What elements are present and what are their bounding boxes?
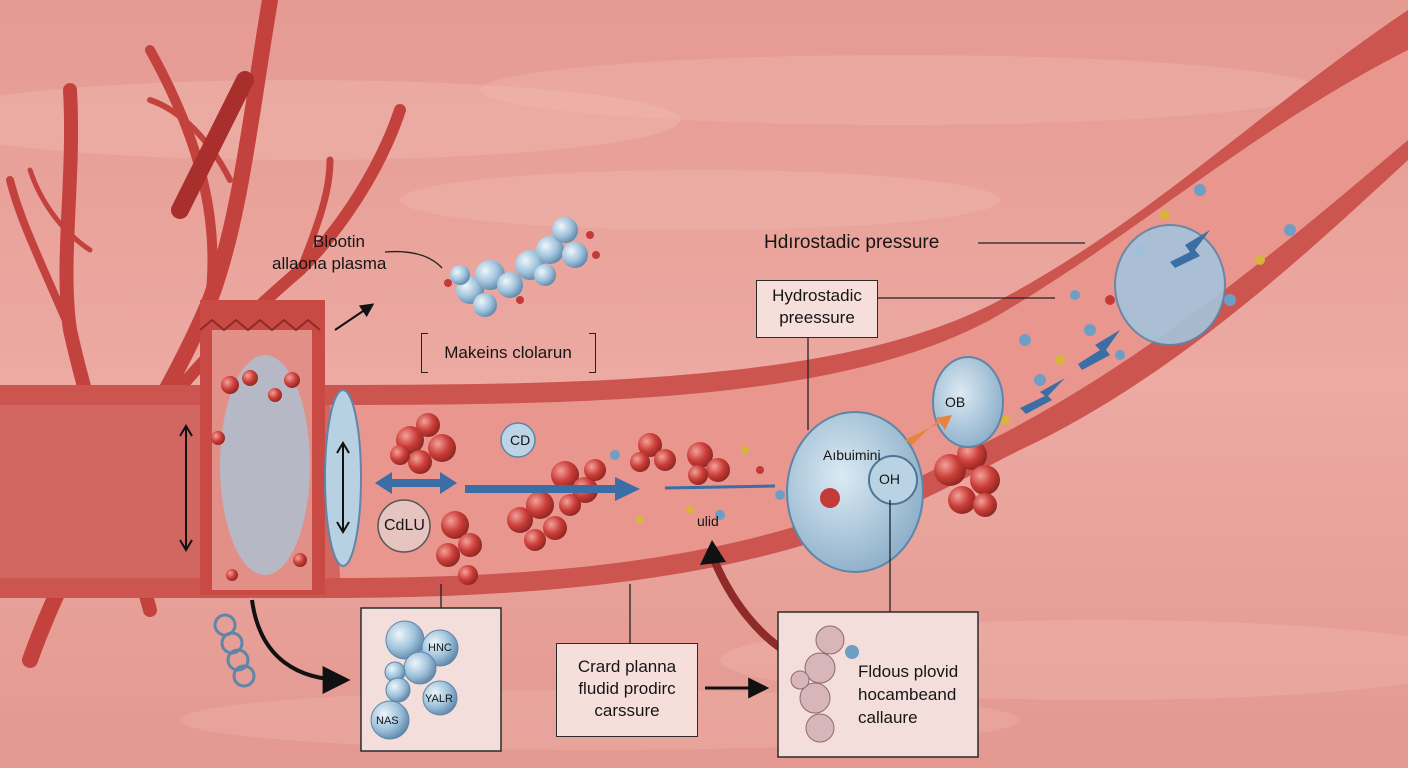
protein-clump (450, 217, 588, 317)
cd-label: CD (510, 432, 531, 448)
cross-vessel (199, 300, 362, 595)
blood-plasma-line1: Blootin (313, 232, 365, 251)
flow-arrows (375, 230, 1210, 501)
cdlu-label: CdLU (384, 517, 425, 534)
makeins-label: Makeins clolarun (444, 343, 572, 362)
makeins-bracket-right (589, 333, 596, 373)
makeins-bracket-left (421, 333, 428, 373)
ob-label: OB (945, 394, 966, 410)
albumin-label: Aıbuimini (823, 447, 881, 463)
red-cell-clusters (211, 370, 1000, 585)
circle-hnc-label: HNC (428, 642, 452, 654)
hydrostatic-pressure-label: Hdırostadic pressure (764, 232, 940, 253)
circle-nas-label: NAS (376, 715, 399, 727)
oh-label: OH (879, 471, 900, 487)
blood-plasma-line2: allaona plasma (272, 254, 387, 273)
coiled-strand (213, 613, 256, 688)
ulid-label: ulid (697, 513, 719, 529)
circle-yalr-label: YALR (425, 693, 453, 705)
